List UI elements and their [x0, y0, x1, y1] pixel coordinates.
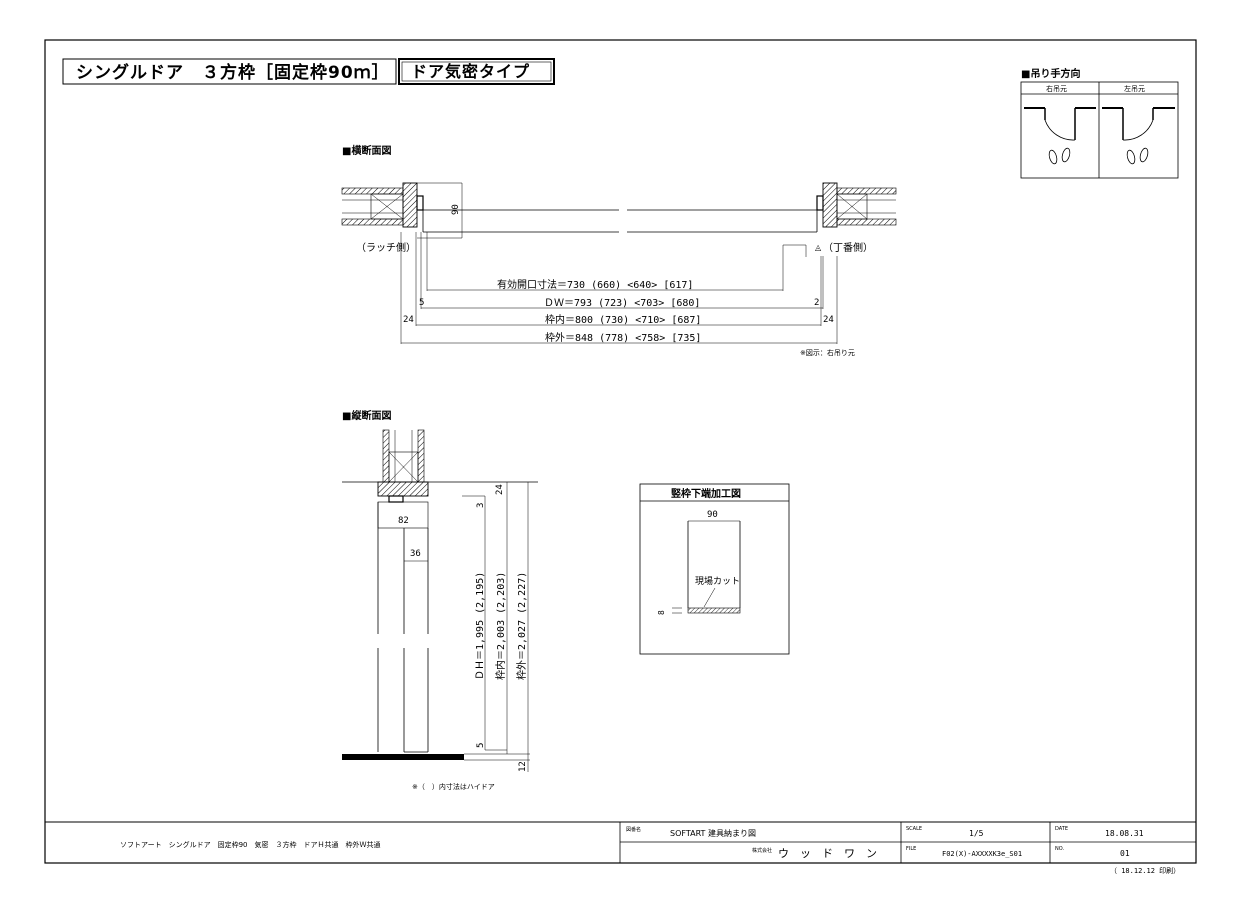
- dim-82: 82: [398, 516, 409, 526]
- frame-depth-label: 90: [451, 204, 461, 215]
- effective-opening-dim: 有効開口寸法＝730 (660) <640> [617]: [497, 278, 693, 291]
- swing-heading: ■吊り手方向: [1021, 67, 1080, 80]
- tb-scale: 1/5: [969, 829, 984, 838]
- detail-cut-label: 現場カット: [695, 575, 740, 587]
- hinge-side-label: （丁番側）: [823, 241, 873, 254]
- footprint-icon: [1048, 149, 1058, 165]
- title-box: シングルドア ３方枠［固定枠90ｍ］ ドア気密タイプ: [62, 58, 555, 85]
- dim-12: 12: [518, 761, 528, 772]
- offset-left-dim: 5: [419, 298, 424, 308]
- offset-right-dim: 2: [814, 298, 819, 308]
- title-block: ソフトアート シングルドア 固定枠90 気密 ３方枠 ドアＨ共通 枠外Ｗ共通 図…: [45, 821, 1196, 875]
- tb-drawing-name: SOFTART 建具納まり図: [670, 828, 756, 838]
- tb-printed: （ 18.12.12 印刷）: [1110, 867, 1180, 875]
- detail-title: 竪枠下端加工図: [671, 487, 741, 500]
- hinge-icon: ◬: [815, 243, 822, 252]
- vertical-note: ※（ ）内寸法はハイドア: [412, 782, 495, 791]
- footprint-icon: [1126, 149, 1136, 165]
- tb-no-label: NO.: [1055, 846, 1064, 852]
- vertical-section: ■縦断面図 82 36 3 24: [342, 409, 538, 791]
- title-main: シングルドア ３方枠［固定枠90ｍ］: [76, 62, 390, 83]
- detail-box: 竪枠下端加工図 90 現場カット 8: [639, 483, 790, 655]
- tb-company-label: 株式会社: [752, 847, 772, 854]
- tb-description: ソフトアート シングルドア 固定枠90 気密 ３方枠 ドアＨ共通 枠外Ｗ共通: [120, 840, 381, 849]
- vertical-heading: ■縦断面図: [342, 409, 391, 422]
- swing-direction-legend: ■吊り手方向 右吊元 左吊元: [1020, 67, 1179, 179]
- frame-right-dim: 24: [823, 315, 834, 325]
- frame-left-dim: 24: [403, 315, 414, 325]
- detail-width: 90: [707, 510, 718, 520]
- tb-file-label: FILE: [906, 846, 916, 852]
- tb-company: ウ ッ ド ワ ン: [778, 847, 877, 860]
- tb-date-label: DATE: [1055, 826, 1068, 832]
- frame-outer-h-dim: 枠外＝2,027 (2,227): [515, 572, 528, 680]
- latch-side-label: （ラッチ側）: [356, 241, 416, 254]
- swing-left-label: 左吊元: [1124, 84, 1145, 93]
- horizontal-section: ■横断面図 90 （ラッチ側） （丁番: [341, 144, 897, 357]
- frame-outer-dim: 枠外＝848 (778) <758> [735]: [545, 331, 701, 344]
- dim-5: 5: [476, 743, 486, 748]
- dim-24: 24: [495, 484, 505, 495]
- tb-file: F02(X)-AXXXXK3e_S01: [942, 850, 1022, 858]
- dh-dim: ＤＨ＝1,995 (2,195): [475, 572, 486, 680]
- dim-36: 36: [410, 549, 421, 559]
- tb-scale-label: SCALE: [906, 826, 922, 832]
- dim-3: 3: [476, 503, 486, 508]
- detail-depth: 8: [657, 610, 666, 615]
- frame-inner-h-dim: 枠内＝2,003 (2,203): [494, 572, 507, 680]
- tb-date: 18.08.31: [1105, 829, 1144, 838]
- swing-right-label: 右吊元: [1046, 84, 1067, 93]
- dw-dim: ＤＷ＝793 (723) <703> [680]: [544, 298, 700, 309]
- tb-no: 01: [1120, 849, 1130, 858]
- title-tag: ドア気密タイプ: [411, 62, 530, 81]
- sheet-border: [44, 39, 1197, 864]
- tb-drawing-name-label: 図番名: [626, 826, 641, 833]
- horizontal-note: ※図示：右吊り元: [800, 348, 855, 357]
- frame-inner-dim: 枠内＝800 (730) <710> [687]: [545, 313, 701, 326]
- horizontal-heading: ■横断面図: [342, 144, 391, 157]
